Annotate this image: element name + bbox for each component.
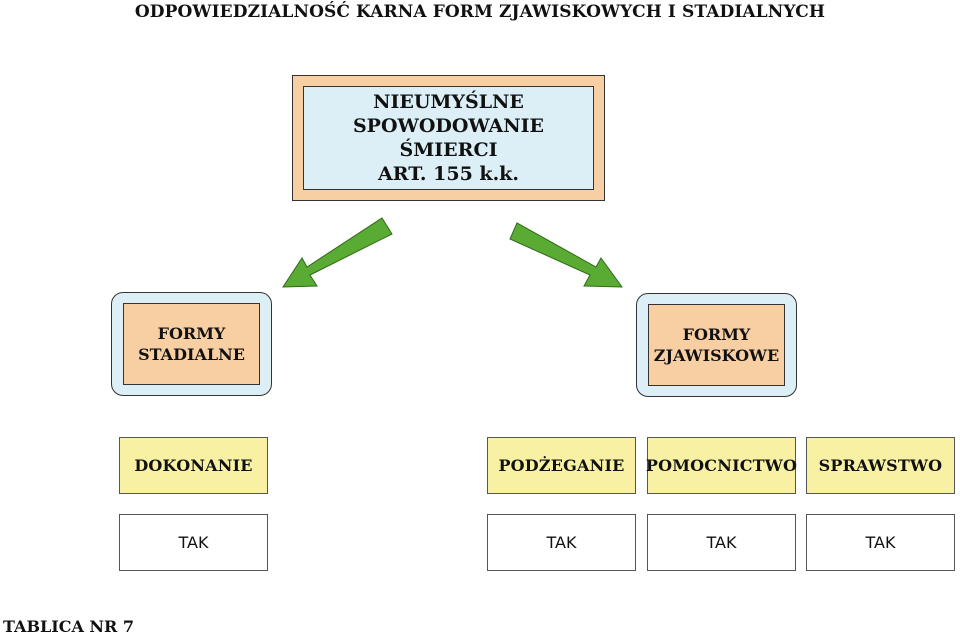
form-zjawiskowe-box: FORMY ZJAWISKOWE	[648, 304, 785, 386]
category-pomocnictwo: POMOCNICTWO	[646, 437, 797, 494]
main-box-line-3: ART. 155 k.k.	[378, 163, 519, 185]
table-number-label: TABLICA NR 7	[3, 617, 135, 636]
value-pomocnictwo: TAK	[647, 514, 796, 571]
form-stadialne-box: FORMY STADIALNE	[123, 303, 260, 385]
value-sprawstwo: TAK	[806, 514, 955, 571]
main-box-line-1: NIEUMYŚLNE	[373, 91, 524, 113]
arrow-left	[282, 217, 393, 288]
diagram-title: ODPOWIEDZIALNOŚĆ KARNA FORM ZJAWISKOWYCH…	[134, 2, 826, 22]
form-stadialne-line-1: FORMY	[157, 324, 226, 343]
value-dokonanie: TAK	[119, 514, 268, 571]
form-stadialne-line-2: STADIALNE	[138, 345, 245, 364]
category-dokonanie: DOKONANIE	[119, 437, 268, 494]
category-podzeganie: PODŻEGANIE	[487, 437, 636, 494]
main-box: NIEUMYŚLNE SPOWODOWANIE ŚMIERCI ART. 155…	[303, 86, 594, 190]
category-sprawstwo: SPRAWSTWO	[806, 437, 955, 494]
main-box-line-2: SPOWODOWANIE ŚMIERCI	[352, 115, 545, 161]
form-zjawiskowe-line-2: ZJAWISKOWE	[653, 346, 780, 365]
arrow-right	[509, 222, 623, 288]
form-zjawiskowe-line-1: FORMY	[682, 325, 751, 344]
value-podzeganie: TAK	[487, 514, 636, 571]
